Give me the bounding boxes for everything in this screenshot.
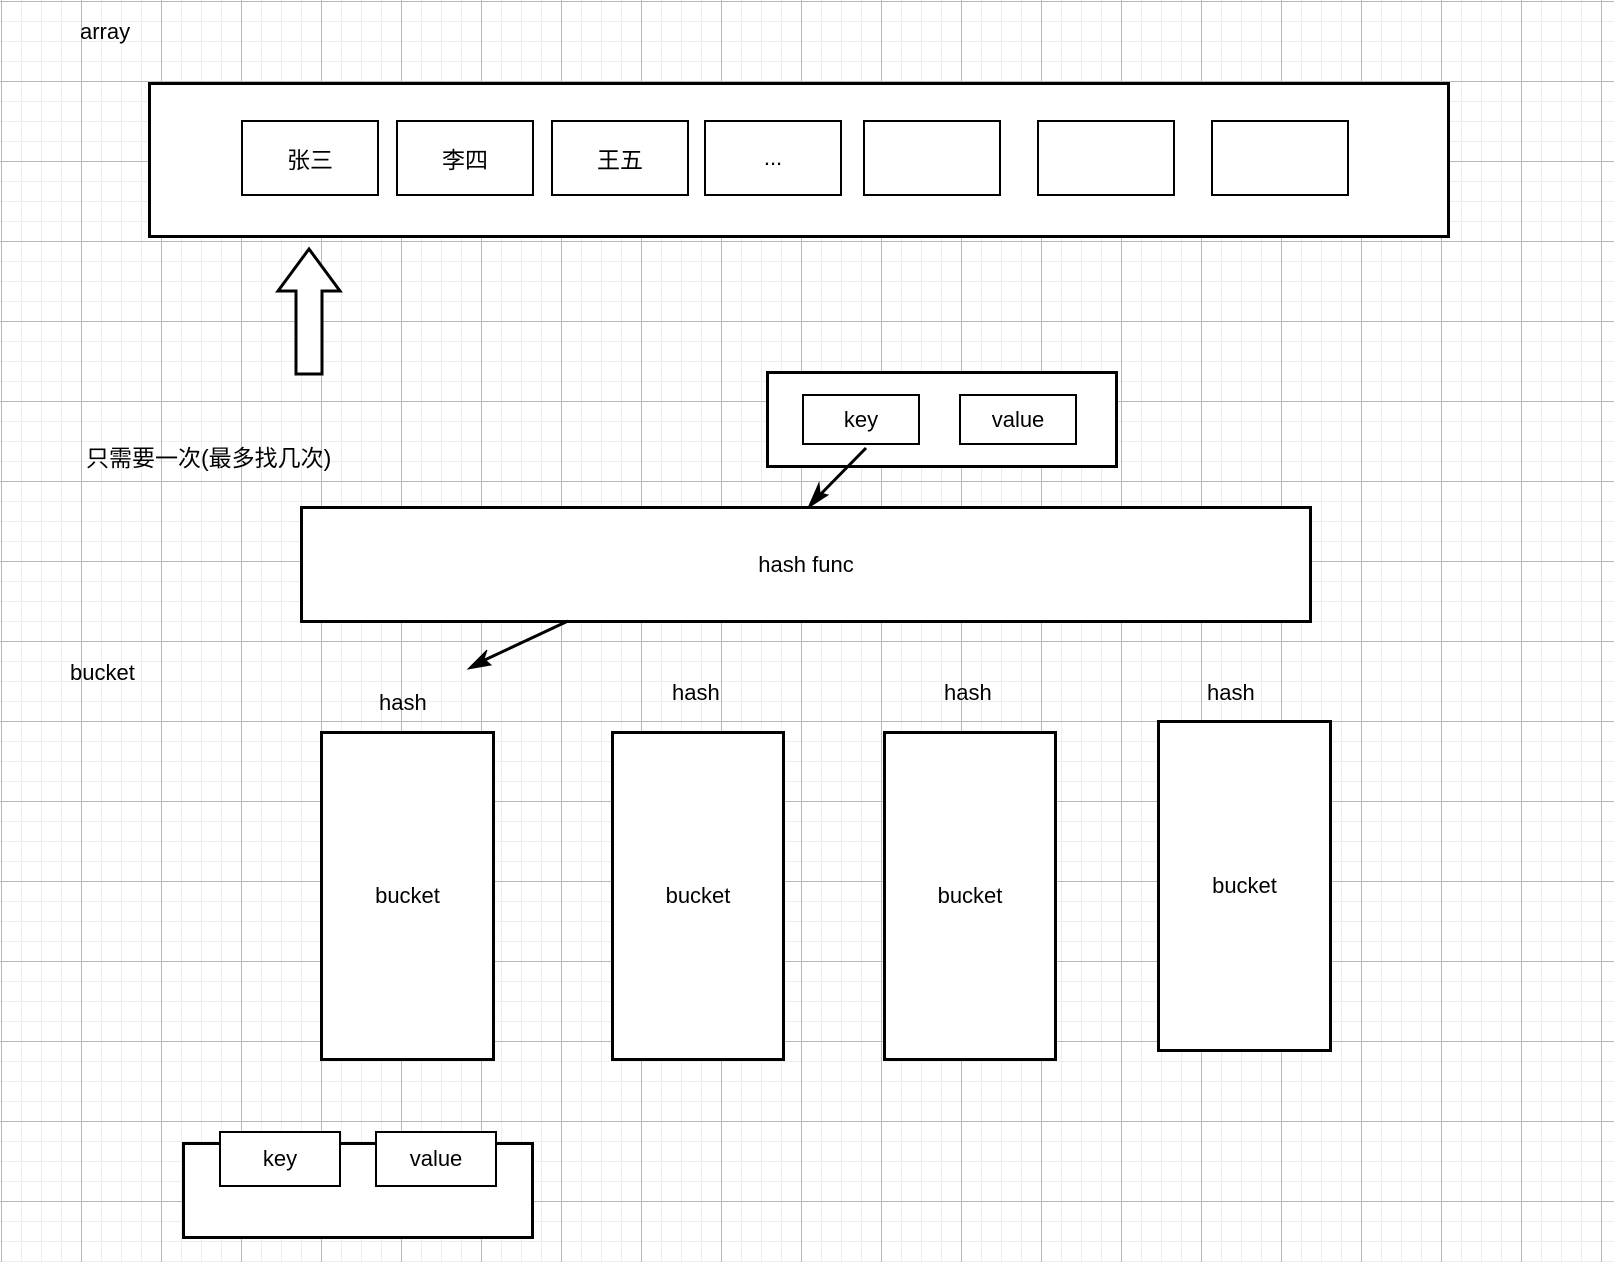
bucket-box-3[interactable]: bucket: [1157, 720, 1332, 1052]
array-cell-1[interactable]: 李四: [396, 120, 534, 196]
bucket-hash-label-0: hash: [379, 690, 427, 715]
array-cell-6[interactable]: [1211, 120, 1349, 196]
entry-bottom-value-box[interactable]: value: [375, 1131, 497, 1187]
bucket-caption-label: bucket: [70, 660, 135, 685]
bucket-hash-label-2: hash: [944, 680, 992, 705]
entry-top-value-box[interactable]: value: [959, 394, 1077, 445]
array-cell-2[interactable]: 王五: [551, 120, 689, 196]
bucket-hash-label-1: hash: [672, 680, 720, 705]
bucket-hash-label-3: hash: [1207, 680, 1255, 705]
array-cell-3[interactable]: ...: [704, 120, 842, 196]
lookup-note-label: 只需要一次(最多找几次): [86, 445, 332, 471]
arrow-hashfunc-to-bucket: [466, 619, 569, 670]
bucket-box-1[interactable]: bucket: [611, 731, 785, 1061]
block-arrow-up: [275, 246, 343, 376]
bucket-box-2[interactable]: bucket: [883, 731, 1057, 1061]
entry-top-key-box[interactable]: key: [802, 394, 920, 445]
array-cell-0[interactable]: 张三: [241, 120, 379, 196]
entry-bottom-key-box[interactable]: key: [219, 1131, 341, 1187]
array-cell-5[interactable]: [1037, 120, 1175, 196]
array-label: array: [80, 19, 131, 44]
array-cell-4[interactable]: [863, 120, 1001, 196]
hash-func-box[interactable]: hash func: [300, 506, 1312, 623]
bucket-box-0[interactable]: bucket: [320, 731, 495, 1061]
